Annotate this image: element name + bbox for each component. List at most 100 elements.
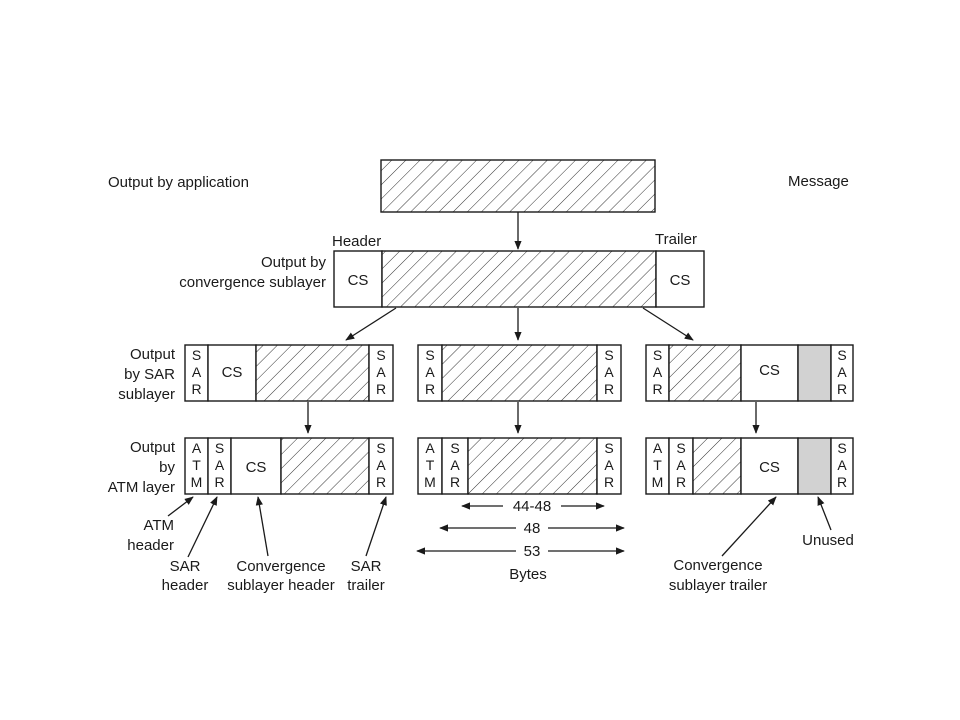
stack-letter: R [676,474,686,490]
dim-label-bg [516,519,548,537]
cs-trailer-block [655,250,705,308]
stack-letter: A [837,364,847,380]
stack-letter: M [424,474,436,490]
dim-label-payload: 44-48 [513,498,551,515]
label-output-sar-line3: sublayer [118,386,175,403]
stack-letter: A [215,457,225,473]
stack-letter: T [653,457,662,473]
label-unused: Unused [802,532,854,549]
label-cs-header-line1: Convergence [236,558,325,575]
arrow-sar-trailer [365,496,387,557]
label-output-cs-line2: convergence sublayer [179,274,326,291]
stack-letter: A [604,457,614,473]
stack-letter: S [376,440,385,456]
cs-text: CS [759,362,780,379]
atm-cell-2: A T M S A R S A R [417,437,622,495]
stack-letter: R [214,474,224,490]
stack-letter: M [652,474,664,490]
sar-trailer-block [368,344,394,402]
label-output-sar-line2: by SAR [124,366,175,383]
stack-letter: A [653,440,663,456]
stack-letter: T [192,457,201,473]
cs-header-block [230,437,282,495]
unused-block [797,344,832,402]
label-output-atm-line1: Output [130,439,176,456]
cs-payload-block [381,250,657,308]
sar-unit-3: S A R CS S A R [645,344,854,402]
stack-letter: A [376,364,386,380]
stack-letter: S [837,440,846,456]
stack-letter: S [837,347,846,363]
stack-letter: S [215,440,224,456]
stack-letter: S [604,347,613,363]
dim-label-sar: 48 [524,520,541,537]
stack-letter: S [192,347,201,363]
stack-letter: S [604,440,613,456]
dim-label-bg [503,497,561,515]
sar-trailer-block [830,437,854,495]
stack-letter: A [450,457,460,473]
arrow-cs-header [255,496,269,557]
stack-letter: A [604,364,614,380]
arrow-cs-trailer [721,496,777,557]
cs-trailer-block [740,344,799,402]
label-output-atm-line2: by [159,459,175,476]
sar-header-block [668,437,694,495]
label-bytes: Bytes [509,566,547,583]
stack-letter: R [376,381,386,397]
payload-block [692,437,742,495]
sar-header-block [441,437,469,495]
stack-letter: M [191,474,203,490]
label-trailer: Trailer [655,231,697,248]
stack-letter: S [450,440,459,456]
stack-letter: A [376,457,386,473]
cs-trailer-text: CS [670,272,691,289]
stack-letter: A [192,364,202,380]
arrow-cs-to-sar1 [345,307,397,341]
atm-cell-1: A T M S A R CS S A R [184,437,394,495]
stack-letter: S [425,347,434,363]
stack-letter: R [837,474,847,490]
stack-letter: R [604,474,614,490]
payload-block [255,344,370,402]
sar-unit-2: S A R S A R [417,344,622,402]
label-sar-header-line2: header [162,577,209,594]
message-block [380,159,656,213]
label-atm-header-line1: ATM [143,517,174,534]
label-header: Header [332,233,381,250]
sar-header-block [417,344,443,402]
stack-letter: S [376,347,385,363]
sar-trailer-block [368,437,394,495]
stack-letter: R [837,381,847,397]
stack-letter: A [425,440,435,456]
stack-letter: R [604,381,614,397]
stack-letter: R [425,381,435,397]
label-output-application: Output by application [108,174,249,191]
stack-letter: R [191,381,201,397]
label-sar-trailer-line1: SAR [351,558,382,575]
label-output-atm-line3: ATM layer [108,479,175,496]
sar-trailer-block [830,344,854,402]
arrow-sar-header [187,496,218,558]
cs-header-text: CS [348,272,369,289]
cs-text: CS [246,459,267,476]
sar-unit-1: S A R CS S A R [184,344,394,402]
label-output-cs-line1: Output by [261,254,327,271]
stack-letter: A [676,457,686,473]
payload-block [441,344,598,402]
label-atm-header-line2: header [127,537,174,554]
unused-block [797,437,832,495]
stack-letter: S [653,347,662,363]
cs-text: CS [759,459,780,476]
stack-letter: T [426,457,435,473]
label-cs-trailer-line1: Convergence [673,557,762,574]
cs-header-block [207,344,257,402]
label-cs-header-line2: sublayer header [227,577,335,594]
label-sar-trailer-line2: trailer [347,577,385,594]
dim-label-bg [516,542,548,560]
payload-block [467,437,598,495]
arrow-atm-header [167,496,194,517]
cs-trailer-block [740,437,799,495]
